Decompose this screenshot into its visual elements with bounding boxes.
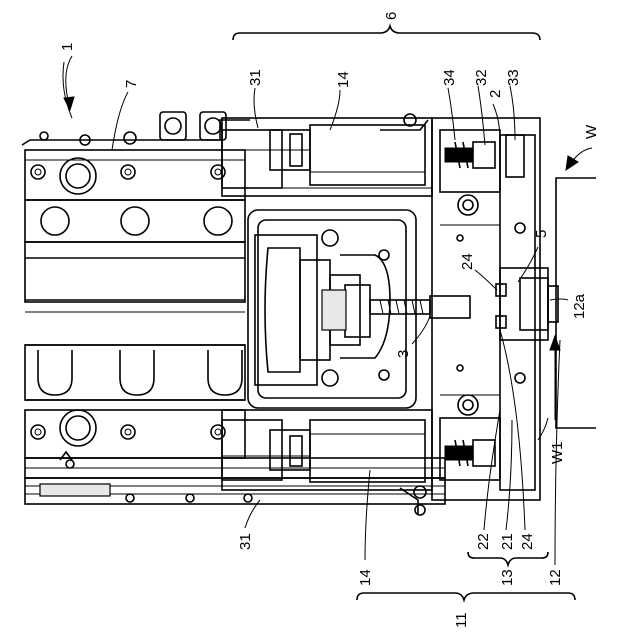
label-32: 32 — [473, 69, 490, 86]
label-2: 2 — [487, 90, 504, 98]
label-6: 6 — [383, 12, 400, 20]
label-33: 33 — [505, 69, 522, 86]
label-31-bottom: 31 — [237, 533, 254, 550]
label-5: 5 — [533, 230, 550, 238]
label-14-bottom: 14 — [357, 569, 374, 586]
label-34: 34 — [441, 69, 458, 86]
label-3: 3 — [395, 350, 412, 358]
label-W: W — [583, 124, 600, 139]
label-12a: 12a — [571, 293, 588, 319]
label-W1: W1 — [549, 442, 566, 465]
label-24-top: 24 — [459, 253, 476, 270]
center-housing — [248, 210, 470, 408]
label-24-bottom: 24 — [519, 533, 536, 550]
label-14-top: 14 — [335, 71, 352, 88]
label-7: 7 — [123, 80, 140, 88]
bottom-cylinder-unit — [222, 410, 432, 515]
label-21: 21 — [499, 533, 516, 550]
label-22: 22 — [475, 533, 492, 550]
top-cylinder-unit — [222, 114, 432, 196]
label-13: 13 — [499, 569, 516, 586]
label-12: 12 — [547, 569, 564, 586]
dimension-brackets — [233, 26, 575, 600]
label-31-top: 31 — [247, 69, 264, 86]
label-1: 1 — [59, 43, 76, 51]
top-rail-bolts — [31, 132, 225, 194]
label-11: 11 — [453, 612, 470, 628]
